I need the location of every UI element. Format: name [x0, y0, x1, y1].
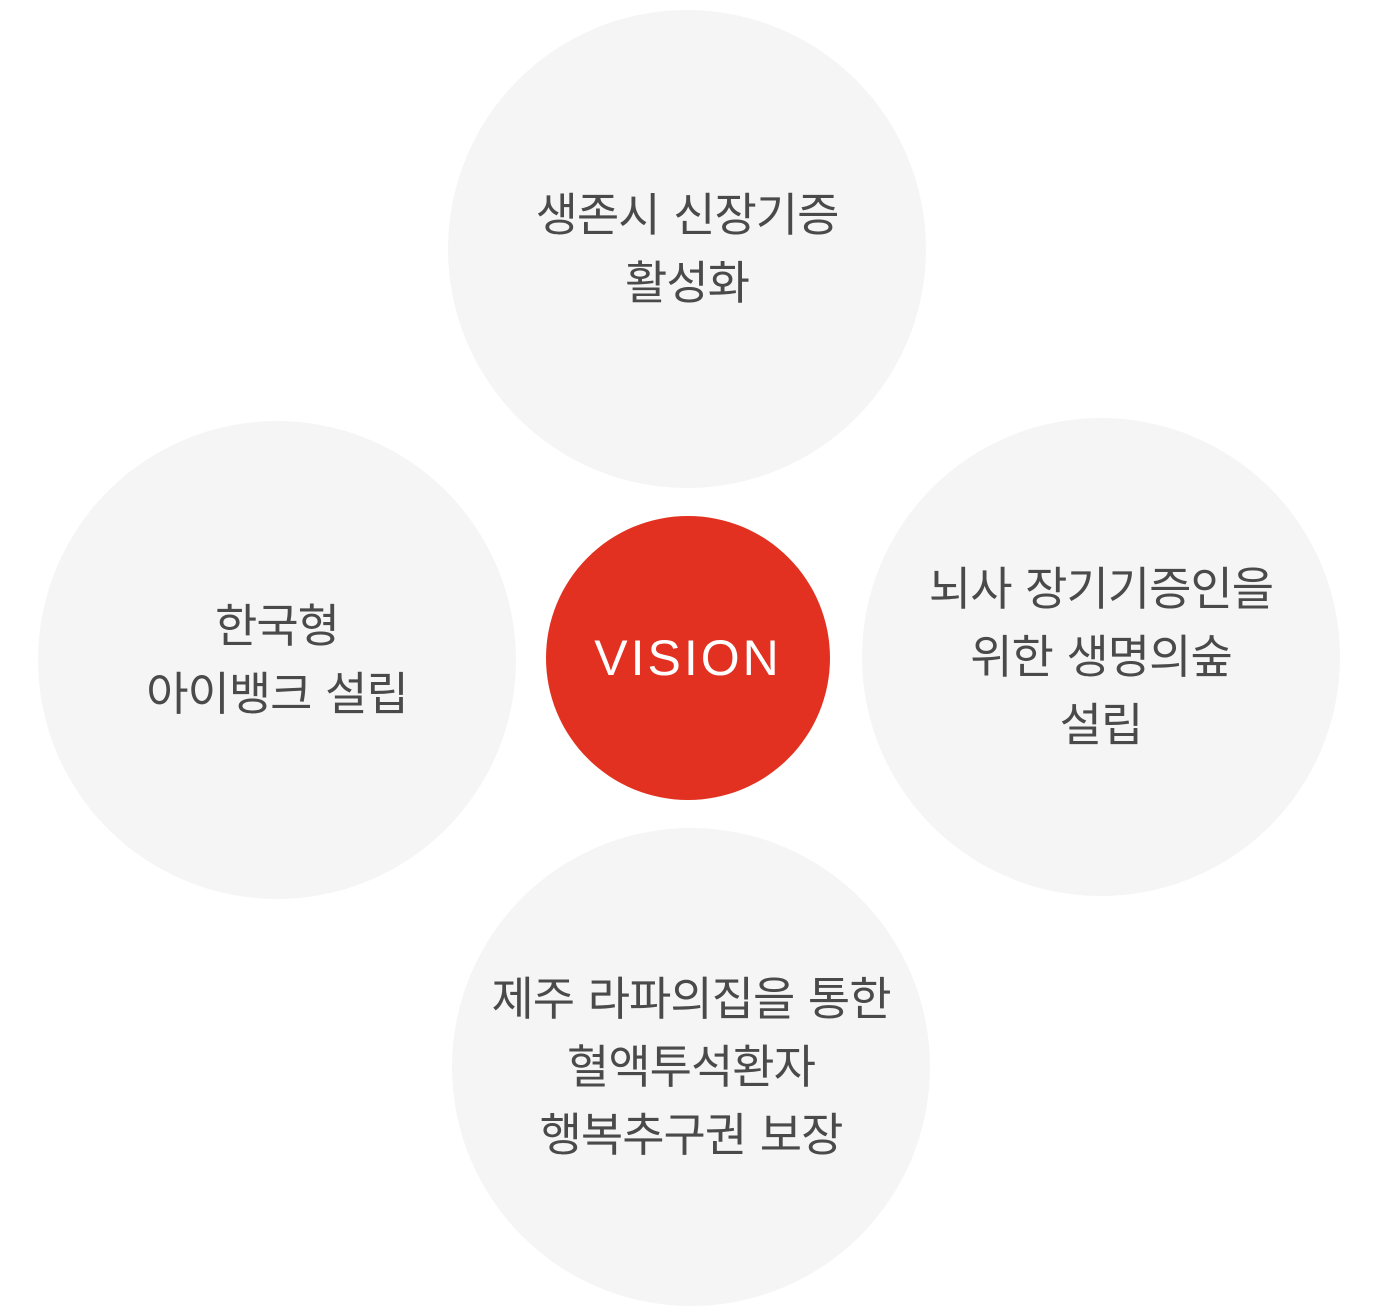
- vision-item-right-line-2: 위한 생명의숲: [970, 630, 1233, 684]
- vision-item-left-line-2: 아이뱅크 설립: [146, 667, 409, 721]
- vision-item-right-line-3: 설립: [1059, 698, 1144, 752]
- vision-item-bottom-line-1: 제주 라파의집을 통한: [491, 972, 891, 1026]
- vision-center-label: VISION: [594, 630, 782, 686]
- vision-center-circle: VISION: [546, 516, 830, 800]
- vision-item-bottom-line-3: 행복추구권 보장: [539, 1108, 844, 1162]
- vision-item-left: 한국형 아이뱅크 설립: [38, 421, 516, 899]
- vision-item-top: 생존시 신장기증 활성화: [448, 10, 926, 488]
- vision-item-top-line-1: 생존시 신장기증: [535, 188, 840, 242]
- vision-item-top-line-2: 활성화: [625, 256, 750, 310]
- vision-item-bottom: 제주 라파의집을 통한 혈액투석환자 행복추구권 보장: [452, 828, 930, 1306]
- vision-item-right: 뇌사 장기기증인을 위한 생명의숲 설립: [862, 418, 1340, 896]
- vision-item-bottom-line-2: 혈액투석환자: [567, 1040, 816, 1094]
- vision-item-left-line-1: 한국형: [215, 599, 340, 653]
- vision-item-right-line-1: 뇌사 장기기증인을: [928, 562, 1274, 616]
